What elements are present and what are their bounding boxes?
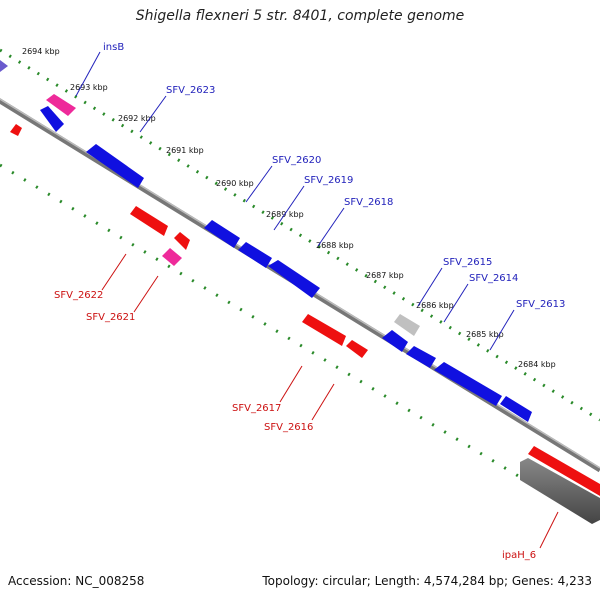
gene-label-sfv-2615: SFV_2615 — [443, 257, 492, 268]
gene-arrow-sfv-2616[interactable] — [346, 340, 368, 358]
tick-label-2693: 2693 kbp — [70, 83, 108, 92]
tick-label-2690: 2690 kbp — [216, 179, 254, 188]
tick-label-2687: 2687 kbp — [366, 271, 404, 280]
inner-tick-ring — [0, 163, 600, 527]
gene-label-sfv-2613: SFV_2613 — [516, 299, 565, 310]
gene-arrow-sfv-2614[interactable] — [406, 346, 436, 368]
mobile-element-insb[interactable] — [46, 94, 76, 116]
leader-sfv-2617 — [279, 365, 303, 403]
gene-arrow-sfv-2615[interactable] — [382, 330, 408, 352]
leader-sfv-2615 — [417, 267, 443, 307]
gene-arrow-sfv-2621[interactable] — [174, 232, 190, 250]
gene-arrow-reverse-partial[interactable] — [10, 124, 22, 136]
gene-label-sfv-2622: SFV_2622 — [54, 290, 103, 301]
gene-arrow-sfv-2619[interactable] — [238, 242, 272, 268]
genome-summary-text: Topology: circular; Length: 4,574,284 bp… — [262, 574, 592, 588]
gene-label-sfv-2620: SFV_2620 — [272, 155, 321, 166]
gene-arrow-sfv-2617[interactable] — [302, 314, 346, 346]
gene-label-sfv-2617: SFV_2617 — [232, 403, 281, 414]
leader-sfv-2621 — [133, 275, 159, 313]
tick-label-2685: 2685 kbp — [466, 330, 504, 339]
outer-tick-ring — [0, 48, 600, 422]
gene-label-ipah-6: ipaH_6 — [502, 550, 536, 561]
gene-label-sfv-2621: SFV_2621 — [86, 312, 135, 323]
gene-arrow-sfv-2623[interactable] — [86, 144, 144, 188]
tick-label-2691: 2691 kbp — [166, 146, 204, 155]
gene-arrow-sfv-2622[interactable] — [130, 206, 168, 236]
gene-label-sfv-2614: SFV_2614 — [469, 273, 518, 284]
gene-arrow-insb-partial[interactable] — [0, 60, 8, 72]
map-title: Shigella flexneri 5 str. 8401, complete … — [135, 8, 465, 24]
leader-sfv-2623 — [139, 95, 167, 133]
gene-label-sfv-2619: SFV_2619 — [304, 175, 353, 186]
leader-sfv-2622 — [101, 253, 127, 291]
gc-track — [520, 458, 600, 524]
gene-label-sfv-2623: SFV_2623 — [166, 85, 215, 96]
gene-arrow-ipah-6[interactable] — [528, 446, 600, 496]
tick-label-2694: 2694 kbp — [22, 47, 60, 56]
accession-text: Accession: NC_008258 — [8, 574, 145, 588]
leader-ipah-6 — [539, 511, 559, 549]
gene-arrow-sfv-2613b[interactable] — [500, 396, 532, 422]
tick-label-2688: 2688 kbp — [316, 241, 354, 250]
gene-label-insb: insB — [103, 42, 124, 53]
leader-sfv-2619 — [273, 185, 305, 231]
gene-arrow-sfv-2618[interactable] — [268, 260, 320, 298]
leader-sfv-2616 — [311, 383, 335, 421]
gene-label-sfv-2616: SFV_2616 — [264, 422, 313, 433]
tick-label-2684: 2684 kbp — [518, 360, 556, 369]
leader-insb — [75, 51, 101, 97]
tick-label-2692: 2692 kbp — [118, 114, 156, 123]
leader-sfv-2620 — [245, 165, 273, 203]
gene-arrow-sfv-2613[interactable] — [434, 362, 502, 406]
leader-sfv-2618 — [317, 207, 345, 247]
leader-sfv-2613 — [489, 309, 515, 351]
gene-label-sfv-2618: SFV_2618 — [344, 197, 393, 208]
pseudo-gene-arrow[interactable] — [394, 314, 420, 336]
mobile-element-small[interactable] — [162, 248, 182, 266]
gene-arrow-sfv-2620[interactable] — [204, 220, 240, 248]
tick-label-2686: 2686 kbp — [416, 301, 454, 310]
leader-sfv-2614 — [443, 283, 469, 323]
gene-arrow-insb[interactable] — [40, 106, 64, 132]
